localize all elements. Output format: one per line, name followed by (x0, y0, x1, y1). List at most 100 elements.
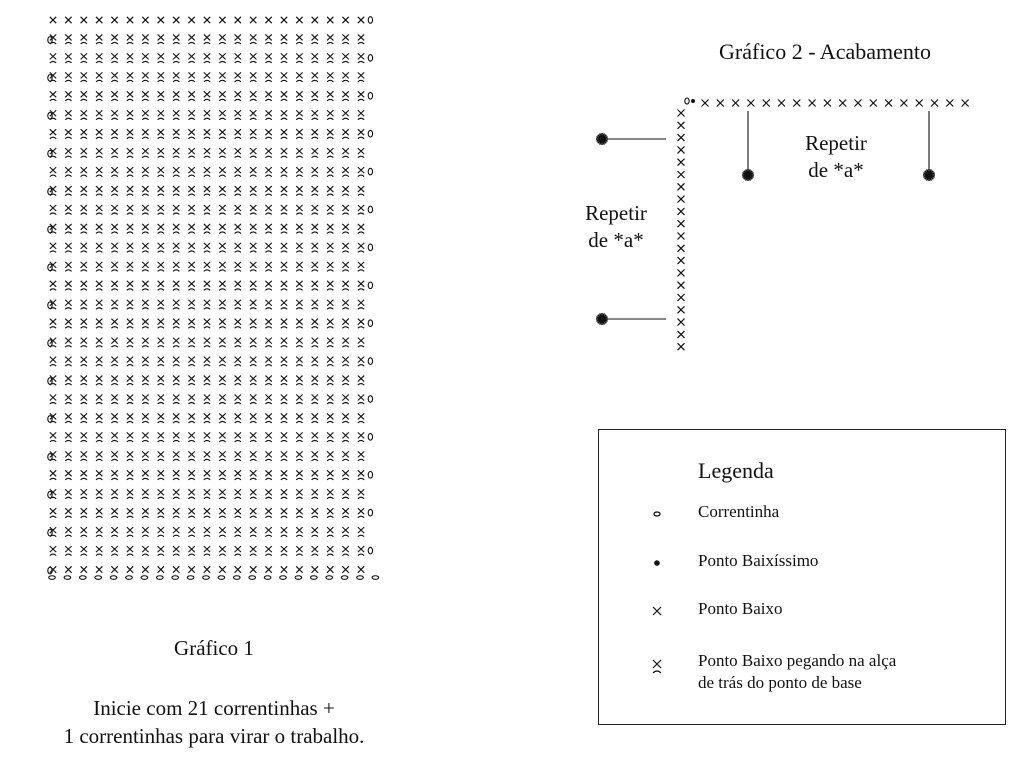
back-loop-single-crochet-mark (157, 71, 165, 83)
back-loop-single-crochet-mark (172, 128, 180, 140)
back-loop-single-crochet-mark (311, 147, 319, 159)
single-crochet-mark (234, 565, 242, 574)
back-loop-single-crochet-mark (141, 71, 149, 83)
back-loop-single-crochet-mark (203, 413, 211, 424)
back-loop-single-crochet-mark (326, 413, 334, 424)
back-loop-single-crochet-mark (111, 375, 119, 386)
back-loop-single-crochet-mark (64, 204, 72, 215)
back-loop-single-crochet-mark (311, 223, 319, 234)
back-loop-single-crochet-mark (64, 90, 72, 102)
back-loop-single-crochet-mark (357, 488, 365, 500)
stitch-row (49, 128, 374, 140)
chain-stitch-mark (367, 205, 374, 214)
back-loop-single-crochet-mark (249, 337, 257, 348)
single-crochet-mark (172, 565, 180, 574)
chain-stitch-mark (47, 225, 53, 234)
back-loop-single-crochet-mark (172, 450, 180, 462)
back-loop-single-crochet-mark (141, 109, 149, 121)
single-crochet-mark (677, 195, 685, 204)
back-loop-single-crochet-mark (172, 469, 180, 481)
back-loop-single-crochet-mark (172, 223, 180, 234)
back-loop-single-crochet-mark (295, 431, 303, 443)
back-loop-single-crochet-mark (188, 52, 196, 64)
back-loop-single-crochet-mark (172, 507, 180, 519)
back-loop-single-crochet-mark (126, 90, 134, 102)
back-loop-single-crochet-mark (203, 299, 211, 310)
back-loop-single-crochet-mark (326, 526, 334, 538)
back-loop-single-crochet-mark (172, 431, 180, 443)
back-loop-single-crochet-mark (249, 109, 257, 121)
stitch-row (47, 299, 365, 310)
back-loop-single-crochet-mark (188, 413, 196, 424)
back-loop-single-crochet-mark (126, 545, 134, 557)
back-loop-single-crochet-mark (64, 242, 72, 253)
back-loop-single-crochet-mark (49, 280, 57, 291)
back-loop-single-crochet-mark (342, 299, 350, 310)
back-loop-single-crochet-mark (295, 185, 303, 196)
back-loop-single-crochet-mark (111, 299, 119, 310)
back-loop-single-crochet-mark (111, 450, 119, 462)
instruction-line: 1 correntinhas para virar o trabalho. (63, 724, 365, 748)
back-loop-single-crochet-mark (280, 128, 288, 140)
stitch-row (49, 431, 374, 443)
back-loop-single-crochet-mark (126, 52, 134, 64)
back-loop-single-crochet-mark (249, 356, 257, 367)
single-crochet-mark (341, 16, 350, 24)
back-loop-single-crochet-mark (188, 128, 196, 140)
chain-stitch-mark (367, 167, 374, 176)
back-loop-single-crochet-mark (280, 526, 288, 538)
back-loop-single-crochet-mark (188, 223, 196, 234)
repeat-marker-icon (596, 313, 608, 325)
back-loop-single-crochet-mark (188, 299, 196, 310)
back-loop-single-crochet-mark (157, 337, 165, 348)
back-loop-single-crochet-mark (265, 90, 273, 102)
back-loop-single-crochet-mark (280, 413, 288, 424)
back-loop-single-crochet-mark (326, 299, 334, 310)
back-loop-single-crochet-mark (95, 431, 103, 443)
back-loop-single-crochet-mark (295, 261, 303, 272)
back-loop-single-crochet-mark (80, 261, 88, 272)
back-loop-single-crochet-mark (265, 526, 273, 538)
single-crochet-mark (677, 268, 685, 277)
back-loop-single-crochet-mark (326, 356, 334, 367)
back-loop-single-crochet-mark (357, 90, 365, 102)
back-loop-single-crochet-mark (157, 261, 165, 272)
back-loop-single-crochet-mark (64, 356, 72, 367)
back-loop-single-crochet-mark (342, 450, 350, 462)
single-crochet-mark (930, 99, 939, 107)
back-loop-single-crochet-mark (64, 261, 72, 272)
back-loop-single-crochet-mark (326, 34, 334, 45)
back-loop-single-crochet-mark (126, 375, 134, 386)
single-crochet-mark (295, 565, 304, 574)
chain-stitch-mark (367, 281, 374, 290)
back-loop-single-crochet-mark (49, 507, 57, 519)
back-loop-single-crochet-mark (295, 242, 303, 253)
back-loop-single-crochet-mark (295, 71, 303, 83)
back-loop-single-crochet-mark (326, 52, 334, 64)
back-loop-single-crochet-mark (311, 545, 319, 557)
stitch-row (47, 34, 365, 45)
back-loop-single-crochet-mark (111, 526, 119, 538)
back-loop-single-crochet-mark (280, 488, 288, 500)
back-loop-single-crochet-mark (95, 185, 103, 196)
stitch-grid-rows (47, 16, 380, 580)
back-loop-single-crochet-mark (326, 450, 334, 462)
back-loop-single-crochet-mark (95, 356, 103, 367)
back-loop-single-crochet-mark (95, 147, 103, 159)
chain-stitch-mark (367, 395, 374, 403)
back-loop-single-crochet-mark (203, 394, 211, 405)
back-loop-single-crochet-mark (265, 375, 273, 386)
single-crochet-mark (677, 232, 685, 240)
back-loop-single-crochet-mark (357, 507, 365, 519)
back-loop-single-crochet-mark (203, 261, 211, 272)
stitch-row (49, 16, 374, 24)
back-loop-single-crochet-mark (188, 280, 196, 291)
back-loop-single-crochet-mark (280, 109, 288, 121)
back-loop-single-crochet-mark (172, 413, 180, 424)
single-crochet-mark (157, 16, 165, 24)
back-loop-single-crochet-mark (188, 507, 196, 519)
back-loop-single-crochet-mark (218, 431, 226, 443)
back-loop-single-crochet-mark (311, 128, 319, 140)
chain-stitch-mark (356, 575, 364, 580)
chain-stitch-mark (47, 415, 53, 423)
